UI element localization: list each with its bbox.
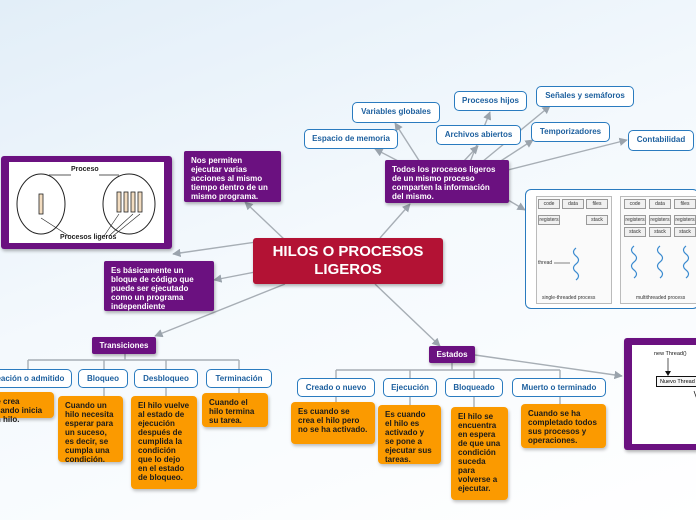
estado-bloqueado[interactable]: Bloqueado bbox=[445, 378, 503, 397]
state-image: new Thread() Nuevo Thread bbox=[632, 345, 696, 444]
estado-ejecucion[interactable]: Ejecución bbox=[383, 378, 437, 397]
thread-squiggle-icon bbox=[554, 247, 580, 281]
proceso-label: Proceso bbox=[71, 166, 99, 173]
new-thread-label: new Thread() bbox=[654, 351, 687, 357]
item-archivos-abiertos[interactable]: Archivos abiertos bbox=[436, 125, 521, 145]
transicion-desbloqueo[interactable]: Desbloqueo bbox=[134, 369, 198, 388]
single-cell: data bbox=[562, 199, 584, 209]
estado-creado[interactable]: Creado o nuevo bbox=[297, 378, 375, 397]
item-procesos-hijos[interactable]: Procesos hijos bbox=[454, 91, 527, 111]
desc-terminacion[interactable]: Cuando el hilo termina su tarea. bbox=[202, 393, 268, 427]
note-permiten[interactable]: Nos permiten ejecutar varias acciones al… bbox=[184, 151, 281, 202]
single-cell: stack bbox=[586, 215, 608, 225]
transicion-creacion[interactable]: Creación o admitido bbox=[0, 369, 72, 388]
desc-desbloqueo[interactable]: El hilo vuelve al estado de ejecución de… bbox=[131, 396, 197, 489]
item-senales-semaforos[interactable]: Señales y semáforos bbox=[536, 86, 634, 107]
multi-thread-squiggles-icon bbox=[630, 245, 690, 279]
single-cell: code bbox=[538, 199, 560, 209]
central-topic[interactable]: HILOS O PROCESOS LIGEROS bbox=[253, 238, 443, 284]
multi-cell: data bbox=[649, 199, 671, 209]
proceso-image: Proceso Procesos ligeros bbox=[9, 162, 164, 243]
thread-image: code data files registers stack thread c… bbox=[534, 196, 696, 304]
multi-cell: stack bbox=[674, 227, 696, 237]
desc-bloqueado[interactable]: El hilo se encuentra en espera de que un… bbox=[451, 407, 508, 500]
estado-muerto[interactable]: Muerto o terminado bbox=[512, 378, 606, 397]
multi-cell: registers bbox=[624, 215, 646, 225]
multi-cell: files bbox=[674, 199, 696, 209]
transiciones-title[interactable]: Transiciones bbox=[92, 337, 156, 354]
proceso-image-frame[interactable]: Proceso Procesos ligeros bbox=[1, 156, 172, 249]
item-temporizadores[interactable]: Temporizadores bbox=[531, 122, 610, 142]
note-todos-comparten[interactable]: Todos los procesos ligeros de un mismo p… bbox=[385, 160, 509, 203]
desc-bloqueo[interactable]: Cuando un hilo necesita esperar para un … bbox=[58, 396, 123, 464]
central-title: HILOS O PROCESOS LIGEROS bbox=[272, 243, 424, 278]
desc-creacion[interactable]: Se crea cuando inicia un hilo. bbox=[0, 392, 54, 424]
transicion-terminacion[interactable]: Terminación bbox=[206, 369, 272, 388]
multi-cell: registers bbox=[649, 215, 671, 225]
item-variables-globales[interactable]: Variables globales bbox=[352, 102, 440, 123]
note-bloque[interactable]: Es básicamente un bloque de código que p… bbox=[104, 261, 214, 311]
state-diagram-icon bbox=[665, 358, 696, 398]
item-espacio-memoria[interactable]: Espacio de memoria bbox=[304, 129, 398, 149]
state-image-frame[interactable]: new Thread() Nuevo Thread bbox=[624, 338, 696, 450]
thread-label: thread bbox=[538, 260, 553, 266]
multi-caption: multithreaded process bbox=[636, 295, 686, 301]
single-cell: files bbox=[586, 199, 608, 209]
proceso-diagram-icon bbox=[16, 173, 156, 237]
estados-title[interactable]: Estados bbox=[429, 346, 475, 363]
desc-ejecucion[interactable]: Es cuando el hilo es activado y se pone … bbox=[378, 405, 441, 464]
nuevo-thread-box: Nuevo Thread bbox=[656, 376, 696, 387]
single-caption: single-threaded process bbox=[542, 295, 596, 301]
multi-cell: registers bbox=[674, 215, 696, 225]
single-cell: registers bbox=[538, 215, 560, 225]
thread-image-frame[interactable]: code data files registers stack thread c… bbox=[525, 189, 696, 309]
multi-cell: stack bbox=[624, 227, 646, 237]
transicion-bloqueo[interactable]: Bloqueo bbox=[78, 369, 128, 388]
multi-cell: stack bbox=[649, 227, 671, 237]
item-contabilidad[interactable]: Contabilidad bbox=[628, 130, 694, 151]
desc-muerto[interactable]: Cuando se ha completado todos sus proces… bbox=[521, 404, 606, 448]
desc-creado[interactable]: Es cuando se crea el hilo pero no se ha … bbox=[291, 402, 375, 444]
multi-cell: code bbox=[624, 199, 646, 209]
procesos-ligeros-label: Procesos ligeros bbox=[60, 234, 117, 241]
